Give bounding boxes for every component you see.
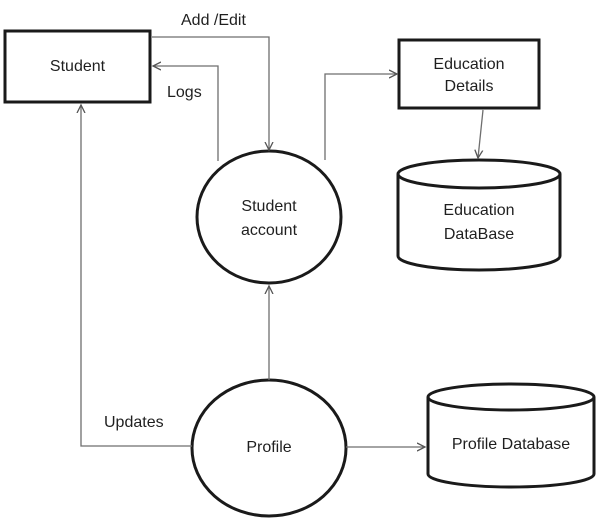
student-account-label-line2: account (240, 222, 298, 239)
student-account-process (195, 149, 343, 285)
student-label: Student (49, 58, 106, 75)
education-details-label-line2: Details (444, 78, 494, 95)
add-edit-flow (152, 36, 269, 150)
education-database-label-line2: DataBase (443, 226, 515, 243)
profile-database-label: Profile Database (451, 436, 571, 453)
education-details-box (397, 38, 541, 110)
education-details-label-line1: Education (433, 56, 505, 73)
education-database-cylinder (396, 158, 562, 272)
logs-flow (153, 66, 219, 161)
add-edit-label: Add /Edit (181, 12, 246, 29)
account-to-education-details-flow (324, 74, 397, 160)
profile-database-cylinder (426, 382, 596, 489)
profile-label: Profile (246, 439, 292, 456)
student-box (3, 29, 152, 104)
student-account-label-line1: Student (241, 198, 297, 215)
updates-label: Updates (104, 414, 164, 431)
updates-flow (81, 105, 192, 447)
education-database-label-line1: Education (443, 202, 515, 219)
education-details-to-database-flow (478, 109, 484, 158)
logs-label: Logs (167, 84, 202, 101)
